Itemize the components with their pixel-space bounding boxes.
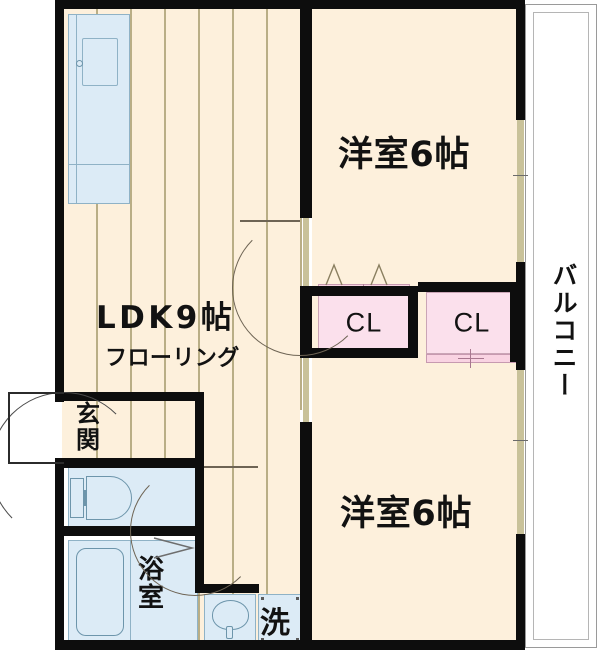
flooring-line <box>130 8 132 410</box>
counter-edge-line <box>76 14 78 204</box>
entrance-wall-right <box>195 392 204 468</box>
bedroom-bottom-floor <box>312 370 522 640</box>
exterior-wall-top <box>55 0 525 9</box>
flooring-line <box>198 8 200 410</box>
exterior-wall-right-c <box>516 534 525 650</box>
entrance-door-leaf <box>8 392 64 394</box>
flooring-line <box>232 8 234 410</box>
ldk-flooring-label: フローリング <box>105 346 240 371</box>
balcony-railing <box>533 12 589 640</box>
basin-bowl-icon <box>212 600 249 630</box>
flooring-line <box>96 8 98 410</box>
closet-right[interactable]: CL <box>426 292 518 354</box>
entrance-wall-top <box>64 392 204 401</box>
washer-label: 洗 <box>260 606 292 641</box>
entrance-door-hinge-line <box>8 392 10 464</box>
closet-right-wall-top <box>418 282 524 292</box>
entrance-door-swing[interactable] <box>0 392 138 540</box>
bedroom-top-label: 洋室6帖 <box>338 135 471 175</box>
closet-left-wall-bottom <box>312 348 418 358</box>
washer-corner-dot <box>296 638 299 641</box>
flooring-line <box>266 410 268 640</box>
window-mark-upper <box>513 175 528 177</box>
exterior-wall-bottom <box>55 640 525 650</box>
entrance-door-base <box>8 462 64 464</box>
partition-ldk-bedroom-bottom <box>300 422 312 650</box>
bedroom-bottom-door-opening[interactable] <box>303 358 309 422</box>
flooring-line <box>164 398 166 460</box>
closet-right-label: CL <box>453 307 491 338</box>
bathroom-divider <box>130 540 132 644</box>
washer-corner-dot <box>261 597 264 600</box>
entrance-label: 玄関 <box>76 400 112 454</box>
hallway-door-leaf <box>204 466 258 468</box>
flooring-line <box>266 8 268 410</box>
window-mark-lower <box>513 440 528 442</box>
balcony-window-upper[interactable] <box>517 120 524 262</box>
entrance-label-text: 玄関 <box>76 400 101 454</box>
closet-right-end-wall <box>510 282 524 362</box>
basin-drain-icon <box>226 626 233 639</box>
partition-ldk-bedroom-top <box>300 0 312 218</box>
bedroom-top-door-swing[interactable] <box>232 220 368 356</box>
bedroom-top-door-leaf <box>240 220 300 222</box>
bath-wall-lower <box>195 584 259 593</box>
washer-corner-dot <box>261 638 264 641</box>
balcony-window-lower[interactable] <box>517 370 524 534</box>
sink-basin <box>82 38 118 86</box>
hallway-door-swing[interactable] <box>130 466 260 596</box>
bedroom-bottom-label: 洋室6帖 <box>340 494 473 534</box>
ldk-label: LDK9帖 <box>96 300 236 336</box>
balcony-label: バルコニー <box>549 262 578 400</box>
sink-faucet-icon <box>76 60 83 67</box>
bathtub <box>76 548 124 636</box>
flooring-line <box>130 398 132 460</box>
washer-corner-dot <box>296 597 299 600</box>
exterior-wall-right-a <box>516 0 525 120</box>
exterior-wall-left-lower <box>55 458 64 650</box>
counter-divider <box>68 164 130 166</box>
closet-right-slide-track <box>458 358 484 360</box>
exterior-wall-left-upper <box>55 0 64 398</box>
closet-divider-wall <box>408 286 418 358</box>
flooring-line <box>164 8 166 410</box>
